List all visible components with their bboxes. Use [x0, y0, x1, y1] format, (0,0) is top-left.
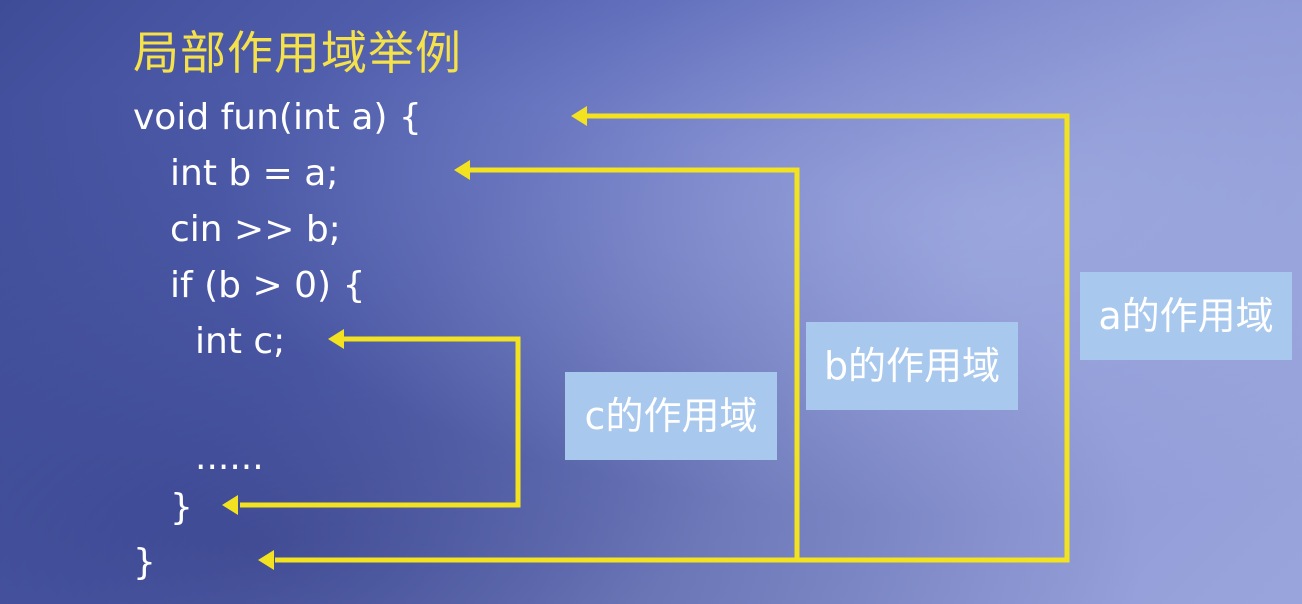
a-scope-arrow — [258, 106, 1070, 570]
b-scope-arrow — [454, 160, 800, 560]
slide-title: 局部作用域举例 — [133, 26, 462, 80]
code-line-int-c: int c; — [195, 321, 286, 362]
c-scope-arrowhead-top — [328, 329, 344, 349]
a-scope-arrowhead-top — [571, 106, 587, 126]
b-scope-arrowhead-top — [454, 160, 470, 180]
c-scope-arrowhead-bottom — [222, 495, 238, 515]
code-line-if: if (b > 0) { — [170, 265, 366, 306]
code-line-ellipsis: ...... — [195, 437, 264, 478]
code-line-cin: cin >> b; — [170, 209, 341, 250]
code-line-fun-signature: void fun(int a) { — [133, 97, 422, 138]
a-scope-arrowhead-bottom — [258, 550, 274, 570]
code-line-outer-close-brace: } — [133, 542, 156, 583]
c-scope-label: c的作用域 — [565, 372, 777, 460]
code-line-inner-close-brace: } — [170, 487, 193, 528]
a-scope-label: a的作用域 — [1080, 272, 1292, 360]
b-scope-label: b的作用域 — [806, 322, 1018, 410]
code-line-int-b: int b = a; — [170, 153, 339, 194]
c-scope-arrow — [222, 329, 521, 515]
